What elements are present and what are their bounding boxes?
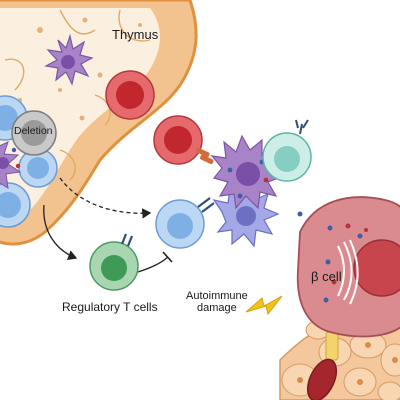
beta-cell-label: β cell [311, 269, 342, 284]
arrow-to-treg-icon [43, 204, 78, 261]
autoreactive-red-t-cell [153, 115, 214, 165]
lightning-icon [245, 295, 283, 316]
beta-cell [296, 196, 400, 338]
thymus-apc-left [0, 141, 22, 189]
autoimmune-damage-label: Autoimmune damage [186, 290, 248, 314]
autoimmune-label-line2: damage [197, 302, 237, 315]
deletion-cell [11, 110, 57, 156]
thymus-label: Thymus [112, 27, 159, 42]
regulatory-t-cell [89, 233, 139, 291]
thymus-dendritic-cell [44, 33, 94, 86]
receptor-icon [120, 233, 134, 247]
peripheral-blue-t-cell [155, 197, 215, 249]
deletion-label: Deletion [14, 125, 53, 137]
teal-t-cell [262, 119, 312, 182]
dashed-arrow-icon [59, 177, 152, 219]
duct [325, 331, 339, 361]
receptor-icon [196, 147, 214, 165]
receptor-icon [197, 197, 215, 213]
receptor-icon [295, 119, 309, 135]
thymus-lobules [4, 9, 151, 181]
antigen-presenting-cell-lavender [212, 184, 280, 248]
regulatory-t-cells-label: Regulatory T cells [62, 300, 158, 314]
er-membranes [337, 239, 359, 305]
secretory-granules [323, 223, 368, 303]
thymus-red-t-cell [105, 70, 155, 120]
inhibition-arrow-icon [137, 251, 173, 273]
autoimmune-label-line1: Autoimmune [186, 290, 248, 302]
beta-cell-nucleus [353, 239, 400, 297]
thymus-granules [18, 17, 142, 121]
thymus-organ [0, 0, 198, 246]
